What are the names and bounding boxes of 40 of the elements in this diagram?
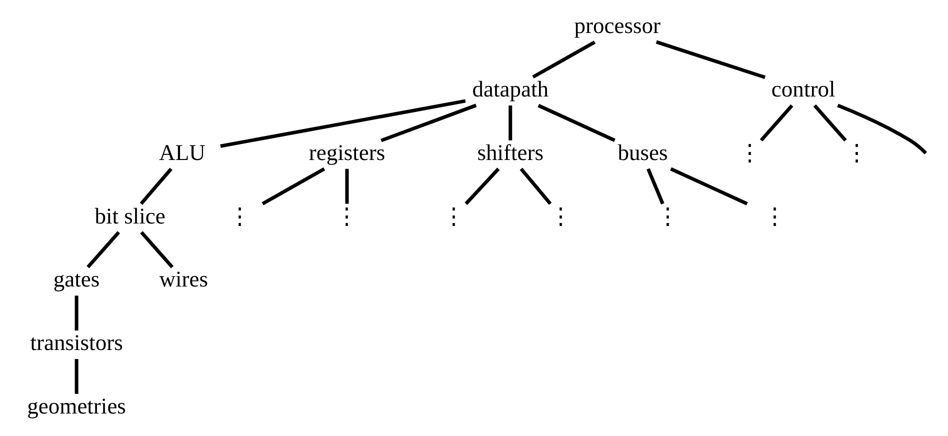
node-text: ⋮	[845, 140, 868, 165]
connector	[140, 231, 174, 268]
node-text: shifters	[477, 140, 544, 165]
node-text: processor	[574, 13, 661, 38]
node-text: geometries	[27, 393, 126, 418]
node-text: ⋮	[764, 203, 787, 228]
node-text: wires	[159, 266, 208, 292]
node-text: control	[771, 76, 836, 102]
connector	[74, 296, 78, 331]
connector	[646, 168, 664, 204]
connector	[538, 104, 616, 142]
connector	[670, 167, 748, 206]
connector	[140, 168, 172, 205]
connector	[380, 104, 477, 142]
connector	[760, 104, 794, 142]
node-text: ⋮	[656, 203, 680, 228]
connector	[656, 40, 766, 80]
connector	[532, 40, 596, 79]
connector	[262, 167, 326, 206]
node-text: datapath	[472, 76, 548, 102]
connector	[86, 231, 120, 268]
node-text: ⋮	[738, 140, 762, 165]
node-text: ALU	[159, 140, 206, 165]
connector	[74, 359, 78, 394]
node-text: buses	[618, 140, 668, 165]
connector	[813, 104, 847, 142]
connector	[837, 104, 927, 154]
node-text: gates	[53, 266, 100, 292]
node-text: bit slice	[94, 203, 166, 228]
connector	[220, 99, 466, 148]
node-text: registers	[308, 140, 386, 165]
connector	[520, 168, 552, 205]
node-text: transistors	[30, 330, 123, 356]
node-text: ⋮	[550, 203, 573, 228]
node-text: ⋮	[442, 203, 466, 228]
connector	[508, 106, 512, 140]
node-text: ⋮	[335, 203, 358, 228]
node-text: ⋮	[228, 203, 252, 228]
connector	[464, 168, 500, 205]
connector	[345, 168, 349, 204]
